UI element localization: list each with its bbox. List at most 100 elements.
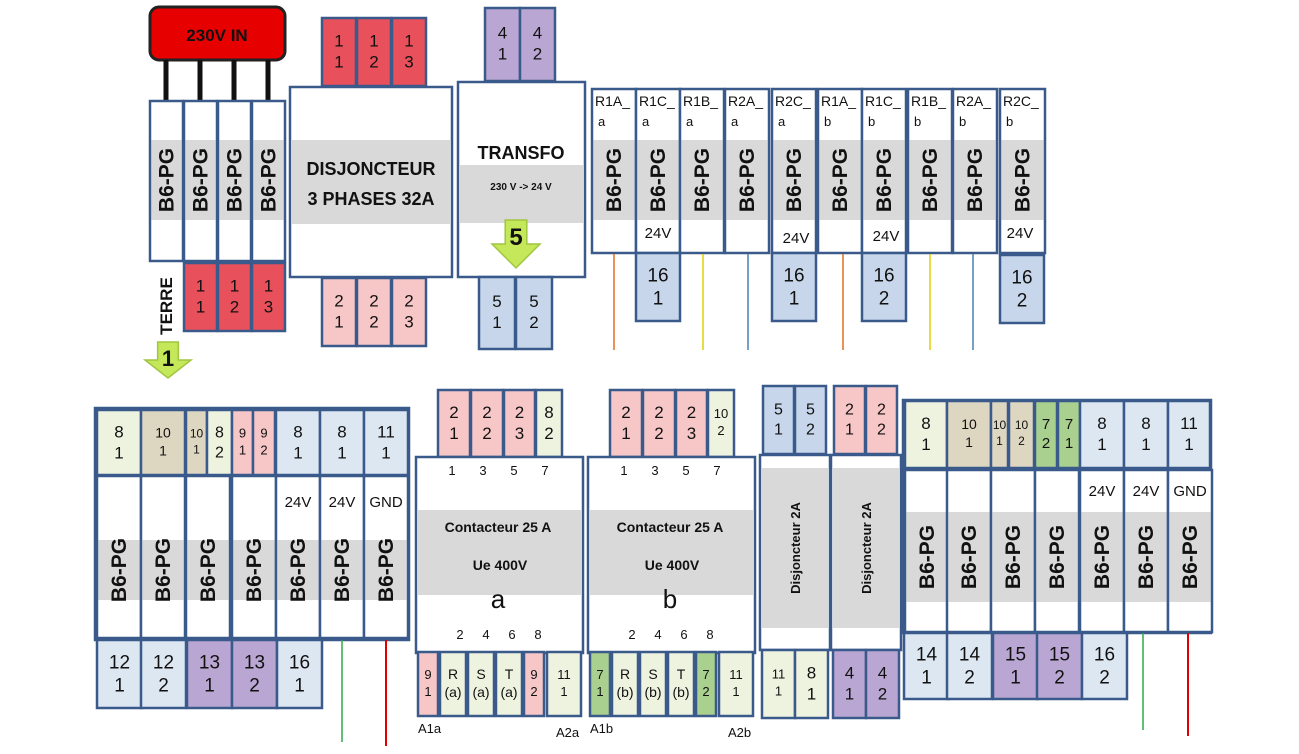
relay-term-4-num: 16 <box>1011 268 1032 289</box>
br-top-term-7-box <box>1078 399 1126 470</box>
bl-top-term-2-num: 10 <box>155 424 171 440</box>
disj2a-2-bottom-term-1-box <box>831 648 868 720</box>
bl-bottom-term-4-pin: 2 <box>249 676 260 697</box>
contacteur-a-bottom-num-2: 4 <box>482 627 489 642</box>
relay-b6-10: B6-PG <box>998 87 1047 255</box>
relay-b6-2-band <box>637 140 679 220</box>
br-bottom-term-4-box <box>1035 631 1084 701</box>
br-top-term-5: 72 <box>1033 399 1059 470</box>
bl-b6-7-band <box>365 540 407 600</box>
contacteur-b-top-term-4-pin: 2 <box>717 423 724 438</box>
transfo-bottom-term-1-num: 5 <box>492 292 501 311</box>
relay-header-5-b: a <box>778 114 786 129</box>
contacteur-a-top-term-4: 82 <box>534 388 564 459</box>
bl-b6-3-band <box>187 540 229 600</box>
br-b6-7: B6-PG <box>1166 468 1214 634</box>
contacteur-a-bottom-term-6: 111 <box>545 650 583 718</box>
bl-top-term-1-num: 8 <box>114 422 123 441</box>
relay-header-2-a: R1C_ <box>639 93 675 109</box>
disj2a-2-bottom-term-2-pin: 2 <box>878 685 887 704</box>
relay-header-4-b: a <box>731 114 739 129</box>
br-b6-2: B6-PG <box>945 468 993 634</box>
transfo-bottom-term-2-box <box>514 275 554 351</box>
contacteur-a-bottom-num-1: 2 <box>456 627 463 642</box>
contacteur-b-bottom-num-4: 8 <box>706 627 713 642</box>
br-24v-1: 24V <box>1089 483 1116 500</box>
contacteur-a-top-term-1-box <box>436 388 472 459</box>
contacteur-b-top-num-2: 3 <box>651 463 658 478</box>
disj2a-2-top-term-1-num: 2 <box>845 402 854 419</box>
contacteur-b-bottom-term-2: R(b) <box>610 650 640 718</box>
br-b6-3-band <box>992 512 1034 602</box>
bl-bottom-term-3-num: 13 <box>199 653 220 674</box>
disj2a-2-top-term-2: 22 <box>864 384 899 456</box>
br-top-term-7: 81 <box>1078 399 1126 470</box>
br-top-term-9-num: 11 <box>1180 414 1198 433</box>
br-top-term-9: 111 <box>1166 399 1212 470</box>
disj2a-2-bottom-term-2: 42 <box>864 648 901 720</box>
bl-b6-7: B6-PG <box>362 474 410 640</box>
contacteur-b-bottom-term-5: 72 <box>694 650 718 718</box>
terre-arrow <box>142 341 194 379</box>
transfo-label: TRANSFO <box>478 143 565 163</box>
relay-header-6-a: R1A_ <box>821 93 856 109</box>
bl-top-term-4-num: 8 <box>215 424 224 441</box>
contacteur-a-line2: Ue 400V <box>473 557 528 573</box>
relay-b6-10-label: B6-PG <box>1012 148 1035 212</box>
disj-bottom-term-1-num: 2 <box>334 292 343 311</box>
contacteur-a-top-term-3-pin: 3 <box>515 424 524 443</box>
contacteur-b-bottom-term-4-num: T <box>677 666 686 682</box>
disj2a-1-bottom-term-1-pin: 1 <box>775 684 782 699</box>
br-bottom-term-2-box <box>945 631 994 701</box>
top-left-term-1: 11 <box>182 261 219 333</box>
disj-top-term-2-num: 1 <box>369 32 378 51</box>
relay-b6-3-label: B6-PG <box>691 148 714 212</box>
contacteur-a-bottom-term-2-num: R <box>448 666 458 682</box>
contacteur-b-bottom-term-5-box <box>694 650 718 718</box>
transfo-bottom-term-2: 52 <box>514 275 554 351</box>
relay-b6-4-band <box>726 140 768 220</box>
bl-bottom-term-4: 132 <box>230 638 279 710</box>
contacteur-b-top-term-2: 22 <box>641 388 677 459</box>
contacteur-a-top-term-4-box <box>534 388 564 459</box>
contacteur-a-line1: Contacteur 25 A <box>445 519 552 535</box>
relay-term-3: 162 <box>860 251 908 323</box>
input-230v-box <box>148 5 287 62</box>
bl-b6-5-band <box>277 540 319 600</box>
transfo-bottom-term-1-pin: 1 <box>492 313 501 332</box>
contacteur-a-bottom-term-1-num: 9 <box>424 667 431 682</box>
bl-b6-6-label: B6-PG <box>331 538 354 602</box>
br-top-term-8-pin: 1 <box>1141 435 1150 454</box>
relay-b6-8: B6-PG <box>906 87 954 255</box>
relay-24v-3: 24V <box>873 228 900 245</box>
contacteur-b-bottom-term-4-box <box>666 650 696 718</box>
bl-top-term-3-pin: 1 <box>193 442 200 456</box>
relay-header-2-b: a <box>642 114 650 129</box>
contacteur-b-bottom-term-1-box <box>588 650 612 718</box>
bl-top-term-9: 111 <box>362 408 410 477</box>
br-b6-5-band <box>1081 512 1123 602</box>
disj2a-1-band <box>762 468 828 628</box>
contacteur-a-bottom-term-1: 91 <box>416 650 440 718</box>
relay-term-2-pin: 1 <box>789 289 800 310</box>
bl-top-term-2-pin: 1 <box>159 442 167 458</box>
relay-b6-2-label: B6-PG <box>647 148 670 212</box>
bl-top-term-8: 81 <box>318 408 366 477</box>
relay-b6-2: B6-PG <box>634 87 682 255</box>
br-top-term-3-num: 10 <box>993 418 1007 432</box>
contacteur-b-line1: Contacteur 25 A <box>617 519 724 535</box>
relay-term-4-pin: 2 <box>1017 291 1028 312</box>
br-bottom-term-5: 162 <box>1080 631 1129 701</box>
relay-24v-1: 24V <box>645 225 672 242</box>
contacteur-b-bottom-term-4: T(b) <box>666 650 696 718</box>
relay-b6-7: B6-PG <box>860 87 908 255</box>
relay-term-1-num: 16 <box>647 266 668 287</box>
br-top-term-6: 71 <box>1056 399 1082 470</box>
top-left-b6-1: B6-PG <box>148 99 185 263</box>
bl-bottom-term-4-num: 13 <box>244 653 265 674</box>
bl-b6-4: B6-PG <box>230 474 278 640</box>
contacteur-b-top-term-4-num: 10 <box>714 406 728 421</box>
disj2a-1-top-term-1-pin: 1 <box>774 422 783 439</box>
relay-header-7-b: b <box>868 114 875 129</box>
